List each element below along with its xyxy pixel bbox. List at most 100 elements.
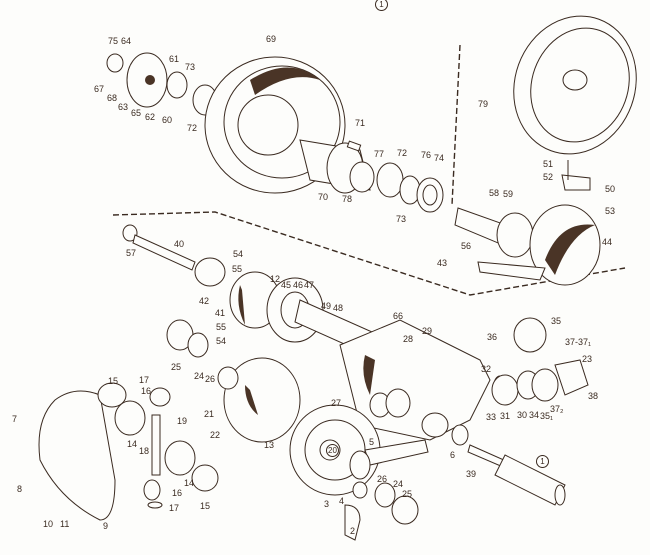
- part-label: 12: [270, 274, 281, 284]
- part-label: 39: [466, 469, 477, 479]
- part-label: 72: [187, 123, 198, 133]
- part-label: 17: [139, 375, 150, 385]
- part-label: 17: [169, 503, 180, 513]
- part-label: 57: [126, 248, 137, 258]
- part-label: 40: [174, 239, 185, 249]
- part-label: 74: [434, 153, 445, 163]
- part-label: 37₂: [550, 404, 564, 414]
- part-label: 30: [517, 410, 528, 420]
- part-label: 35: [551, 316, 562, 326]
- part-label: 10: [43, 519, 54, 529]
- part-label: 54: [233, 249, 244, 259]
- part-label: 16: [141, 386, 152, 396]
- part-label: 34: [529, 410, 540, 420]
- figure-number: 1: [375, 0, 388, 11]
- part-label: 26: [205, 374, 216, 384]
- part-label: 41: [215, 308, 226, 318]
- part-label: 42: [199, 296, 210, 306]
- part-label: 6: [450, 450, 456, 460]
- part-label: 15: [108, 376, 119, 386]
- part-label: 63: [118, 102, 129, 112]
- part-label: 9: [103, 521, 109, 531]
- part-label: 60: [162, 115, 173, 125]
- part-label: 27: [331, 398, 342, 408]
- part-label: 55: [232, 264, 243, 274]
- part-label: 14: [184, 478, 195, 488]
- part-label: 7: [12, 414, 18, 424]
- part-label: 52: [543, 172, 554, 182]
- group-line-drum: [112, 211, 626, 296]
- part-label: 31: [500, 411, 511, 421]
- part-label: 50: [605, 184, 616, 194]
- part-label: 35₁: [540, 411, 554, 421]
- part-label: 55: [216, 322, 227, 332]
- differential-cover: [38, 382, 219, 521]
- part-label: 36: [487, 332, 498, 342]
- part-label: 45: [281, 280, 292, 290]
- brake-drum: [204, 56, 371, 194]
- part-label: 19: [177, 416, 188, 426]
- part-label: 24: [393, 479, 404, 489]
- part-label: 64: [121, 36, 132, 46]
- part-label: 18: [139, 446, 150, 456]
- part-label: 48: [333, 303, 344, 313]
- part-label: 67: [94, 84, 105, 94]
- pinion-parts: [166, 319, 429, 541]
- part-label: 79: [478, 99, 489, 109]
- part-label: 23: [582, 354, 593, 364]
- part-label: 15: [200, 501, 211, 511]
- part-label: 21: [204, 409, 215, 419]
- part-label: 76: [421, 150, 432, 160]
- part-label: 20: [326, 444, 339, 457]
- part-label: 62: [145, 112, 156, 122]
- part-label: 24: [194, 371, 205, 381]
- part-label: 51: [543, 159, 554, 169]
- part-label: 72: [397, 148, 408, 158]
- part-label: 70: [318, 192, 329, 202]
- part-label: 32: [481, 364, 492, 374]
- group-line-backplate: [451, 44, 461, 206]
- part-label: 78: [342, 194, 353, 204]
- part-label: 66: [393, 311, 404, 321]
- part-label: 16: [172, 488, 183, 498]
- part-label: 14: [127, 439, 138, 449]
- part-label: 75: [108, 36, 119, 46]
- part-label: 65: [131, 108, 142, 118]
- part-label: 77: [374, 149, 385, 159]
- part-label: 49: [321, 301, 332, 311]
- part-label: 8: [17, 484, 23, 494]
- backing-plate: [513, 15, 637, 155]
- axle-shaft: [122, 224, 226, 287]
- part-label: 22: [210, 430, 221, 440]
- part-label: 33: [486, 412, 497, 422]
- part-label: 43: [437, 258, 448, 268]
- part-label: 59: [503, 189, 514, 199]
- differential-carrier: [339, 319, 491, 441]
- part-label: 38: [588, 391, 599, 401]
- part-label: 29: [422, 326, 433, 336]
- part-label: 69: [266, 34, 277, 44]
- part-label: 44: [602, 237, 613, 247]
- part-label: 5: [369, 437, 375, 447]
- pinion-flange-propshaft: [451, 317, 589, 506]
- bearing-group: [346, 140, 444, 213]
- part-label: 58: [489, 188, 500, 198]
- part-label: 73: [185, 62, 196, 72]
- part-label: 11: [60, 519, 70, 529]
- part-label: 54: [216, 336, 227, 346]
- part-label: 28: [403, 334, 414, 344]
- part-label: 46: [293, 280, 304, 290]
- part-label: 56: [461, 241, 472, 251]
- part-label: 13: [264, 440, 275, 450]
- part-label: 25: [171, 362, 182, 372]
- part-label: 73: [396, 214, 407, 224]
- part-label: 61: [169, 54, 180, 64]
- part-label: 53: [605, 206, 616, 216]
- part-label: 1: [536, 455, 549, 468]
- part-label: 68: [107, 93, 118, 103]
- steering-knuckle: [454, 160, 601, 286]
- part-label: 4: [339, 496, 345, 506]
- part-label: 26: [377, 474, 388, 484]
